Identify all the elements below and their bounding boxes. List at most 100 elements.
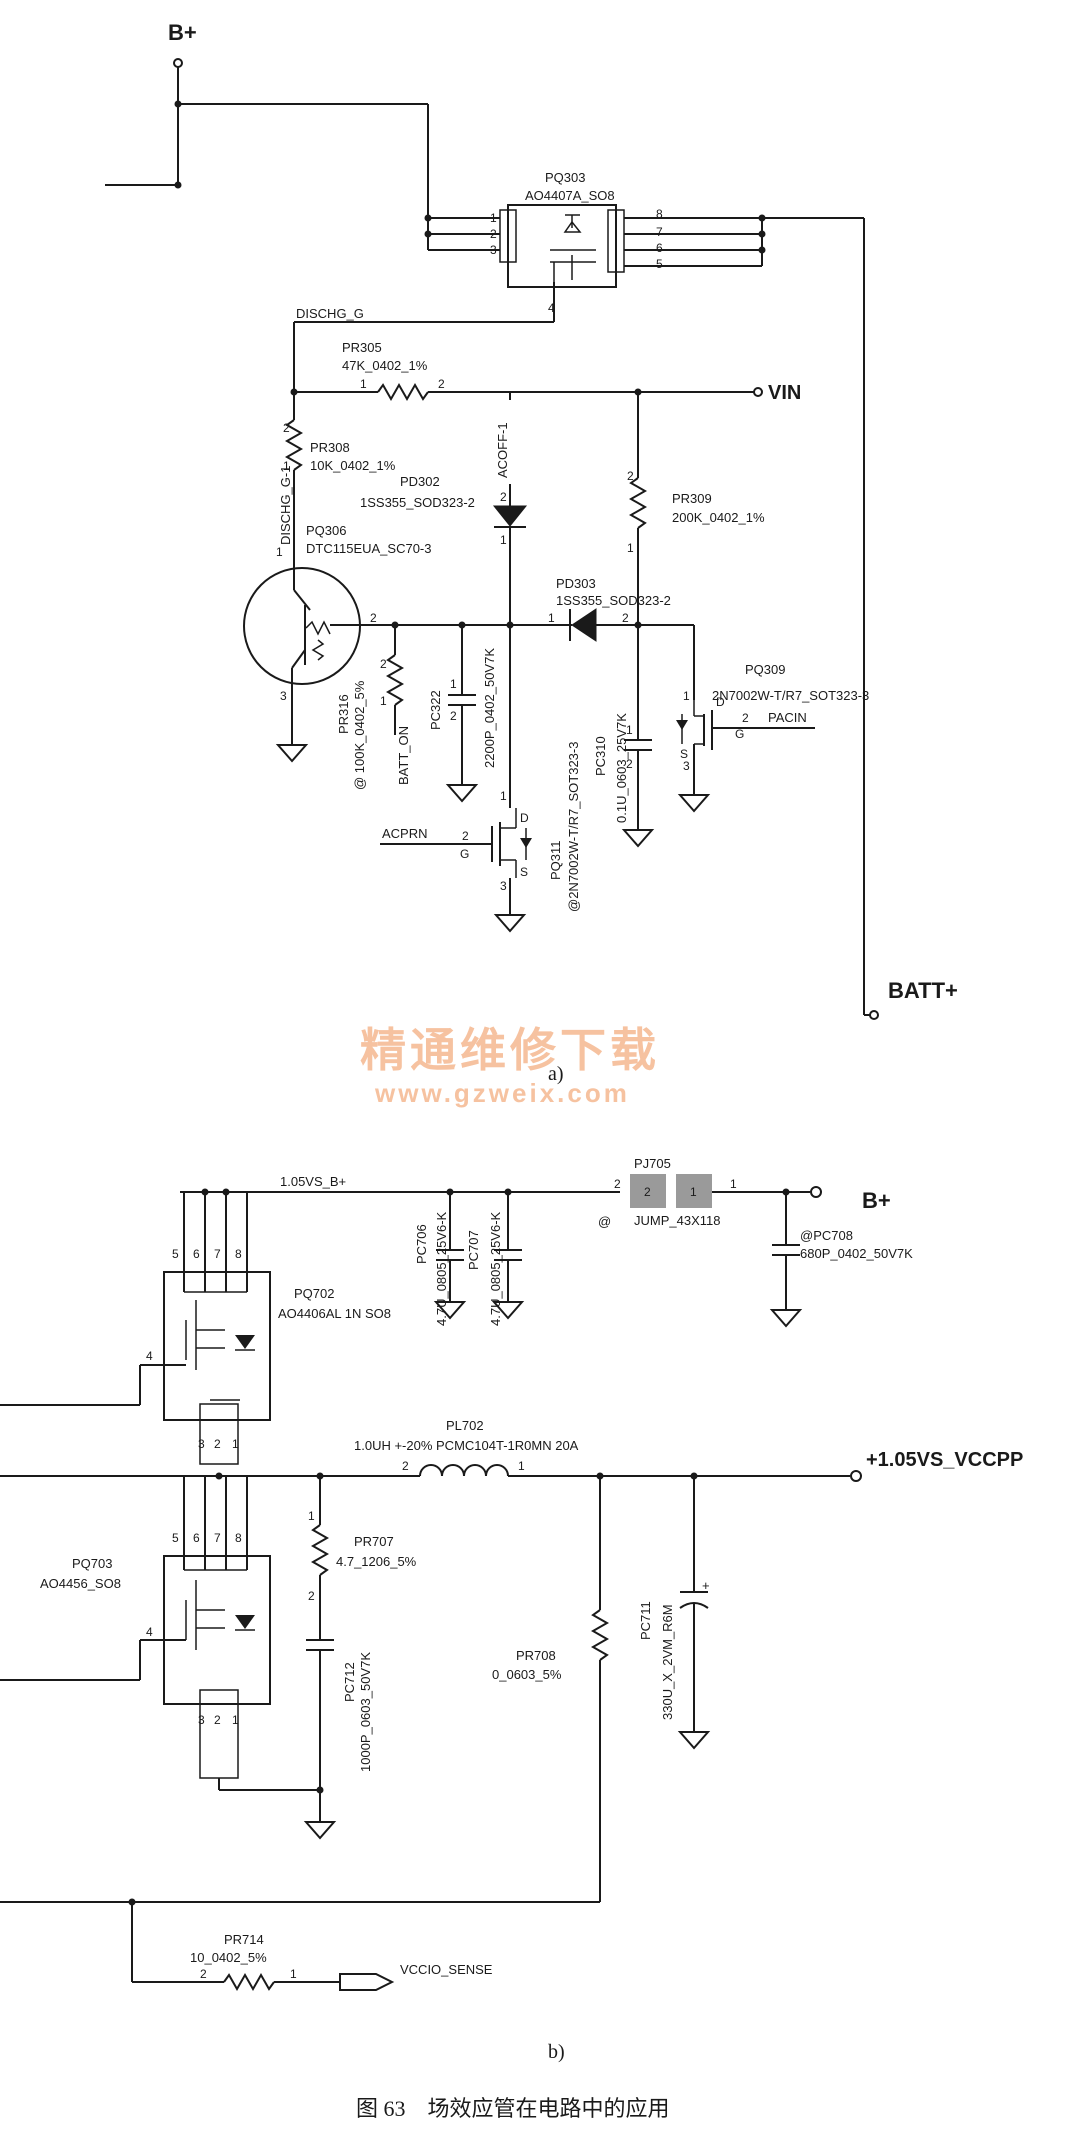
pr305-ref: PR305 (342, 340, 382, 355)
pr305-resistor (377, 382, 429, 402)
pq303-pin1: 1 (490, 211, 497, 225)
batt-terminal (869, 1010, 879, 1020)
pq306-pin3: 3 (280, 689, 287, 703)
pr714-value: 10_0402_5% (190, 1950, 267, 1965)
pq702-pin8: 8 (235, 1247, 242, 1261)
pc711-ref: PC711 (638, 1601, 653, 1640)
bplus-terminal-b (810, 1186, 822, 1198)
pq306-part: DTC115EUA_SC70-3 (306, 541, 431, 556)
pl702-pin1: 1 (518, 1459, 525, 1473)
pr316-pin2: 2 (380, 657, 387, 671)
net-label-pacin: PACIN (768, 710, 807, 725)
pd303-part: 1SS355_SOD323-2 (556, 593, 671, 608)
pq303-mosfet: PQ303 AO4407A_SO8 1 2 3 4 8 7 6 5 (490, 170, 663, 315)
pl702-inductor (419, 1464, 509, 1477)
pr316-value: @ 100K_0402_5% (352, 680, 367, 790)
pq703-pin7: 7 (214, 1531, 221, 1545)
pd302-diode (492, 505, 528, 527)
pq311-pin2: 2 (462, 829, 469, 843)
pd302-pin2: 2 (500, 490, 507, 504)
pd303-pin1: 1 (548, 611, 555, 625)
net-label-105vs-b: 1.05VS_B+ (280, 1174, 346, 1189)
pr707-pin2: 2 (308, 1589, 315, 1603)
pq309-pin3: 3 (683, 759, 690, 773)
pr708-ref: PR708 (516, 1648, 556, 1663)
pq303-pin5: 5 (656, 257, 663, 271)
pq703-pin1: 1 (232, 1713, 239, 1727)
pr316-resistor (385, 654, 405, 706)
pc712-ref: PC712 (342, 1662, 357, 1702)
net-label-acprn: ACPRN (382, 826, 428, 841)
pr708-resistor (590, 1609, 610, 1661)
net-label-vccio-sense: VCCIO_SENSE (400, 1962, 493, 1977)
pc707-value: 4.7U_0805_25V6-K (488, 1211, 503, 1326)
pq703-mosfet: 5 6 7 8 4 3 2 1 PQ703 AO4456_SO8 (40, 1476, 271, 1779)
pc707-ref: PC707 (466, 1230, 481, 1270)
pr305-pin1: 1 (360, 377, 367, 391)
pq703-part: AO4456_SO8 (40, 1576, 121, 1591)
pq306-pin2: 2 (370, 611, 377, 625)
pq303-pin7: 7 (656, 225, 663, 239)
pq702-pin1: 1 (232, 1437, 239, 1451)
pj705-pin1: 1 (730, 1177, 737, 1191)
pq306-ref: PQ306 (306, 523, 346, 538)
pr714-resistor (223, 1972, 275, 1992)
pc322-pin2: 2 (450, 709, 457, 723)
net-label-batt: BATT+ (888, 978, 958, 1003)
pr714-pin1: 1 (290, 1967, 297, 1981)
pc310-ref: PC310 (593, 736, 608, 776)
pr308-pin2: 2 (283, 421, 290, 435)
circuit-a: B+ PQ303 AO4407A_SO8 1 2 3 4 8 7 6 5 (105, 20, 958, 1085)
watermark-url: www.gzweix.com (374, 1078, 630, 1108)
pq311-mosfet: D G S (460, 808, 532, 879)
pd302-part: 1SS355_SOD323-2 (360, 495, 475, 510)
pq309-pin2: 2 (742, 711, 749, 725)
pr708-value: 0_0603_5% (492, 1667, 562, 1682)
pl702-value: 1.0UH +-20% PCMC104T-1R0MN 20A (354, 1438, 579, 1453)
pc708-ref: @PC708 (800, 1228, 853, 1243)
pc322-pin1: 1 (450, 677, 457, 691)
figure-caption: 图 63 场效应管在电路中的应用 (356, 2096, 670, 2121)
pc706-ref: PC706 (414, 1224, 429, 1264)
pq703-pin6: 6 (193, 1531, 200, 1545)
pr309-value: 200K_0402_1% (672, 510, 765, 525)
pc322-value: 2200P_0402_50V7K (482, 648, 497, 768)
net-label-vccpp: +1.05VS_VCCPP (866, 1449, 1023, 1471)
sub-label-b: b) (548, 2041, 565, 2063)
pc706-value: 4.7U_0805_25V6-K (434, 1211, 449, 1326)
pr309-ref: PR309 (672, 491, 712, 506)
pr714-ref: PR714 (224, 1932, 264, 1947)
pj705-pin2: 2 (614, 1177, 621, 1191)
pq309-pin1: 1 (683, 689, 690, 703)
pq703-pin3: 3 (198, 1713, 205, 1727)
pl702-ref: PL702 (446, 1418, 484, 1433)
pr305-value: 47K_0402_1% (342, 358, 428, 373)
pq303-pin6: 6 (656, 241, 663, 255)
pq702-pin4: 4 (146, 1349, 153, 1363)
pj705-inner-pin1: 1 (690, 1185, 697, 1199)
pj705-jumper: 2 1 PJ705 JUMP_43X118 @ 2 1 (598, 1156, 737, 1229)
pq702-pin7: 7 (214, 1247, 221, 1261)
vccio-sense-port (339, 1973, 395, 1991)
pq303-part: AO4407A_SO8 (525, 188, 615, 203)
pr308-ref: PR308 (310, 440, 350, 455)
pr707-value: 4.7_1206_5% (336, 1554, 417, 1569)
sub-label-a: a) (548, 1063, 564, 1085)
pq311-pin3: 3 (500, 879, 507, 893)
pr308-value: 10K_0402_1% (310, 458, 396, 473)
pq309-pin-s: S (680, 747, 688, 761)
circuit-b: 1.05VS_B+ 2 1 PJ705 JUMP_43X118 @ 2 1 B+… (0, 1156, 1023, 2063)
ground-icon (277, 734, 307, 762)
pc711-value: 330U_X_2VM_R6M (660, 1604, 675, 1720)
watermark-title: 精通维修下载 (360, 1023, 660, 1077)
pc322-ref: PC322 (428, 690, 443, 730)
pq702-pin2: 2 (214, 1437, 221, 1451)
pd303-ref: PD303 (556, 576, 596, 591)
pr309-resistor (628, 477, 648, 529)
pr309-pin1: 1 (627, 541, 634, 555)
pr309-pin2: 2 (627, 469, 634, 483)
pd303-diode (571, 608, 597, 642)
watermark: 精通维修下载 www.gzweix.com (360, 1023, 660, 1108)
pc711-plus: + (702, 1578, 710, 1593)
